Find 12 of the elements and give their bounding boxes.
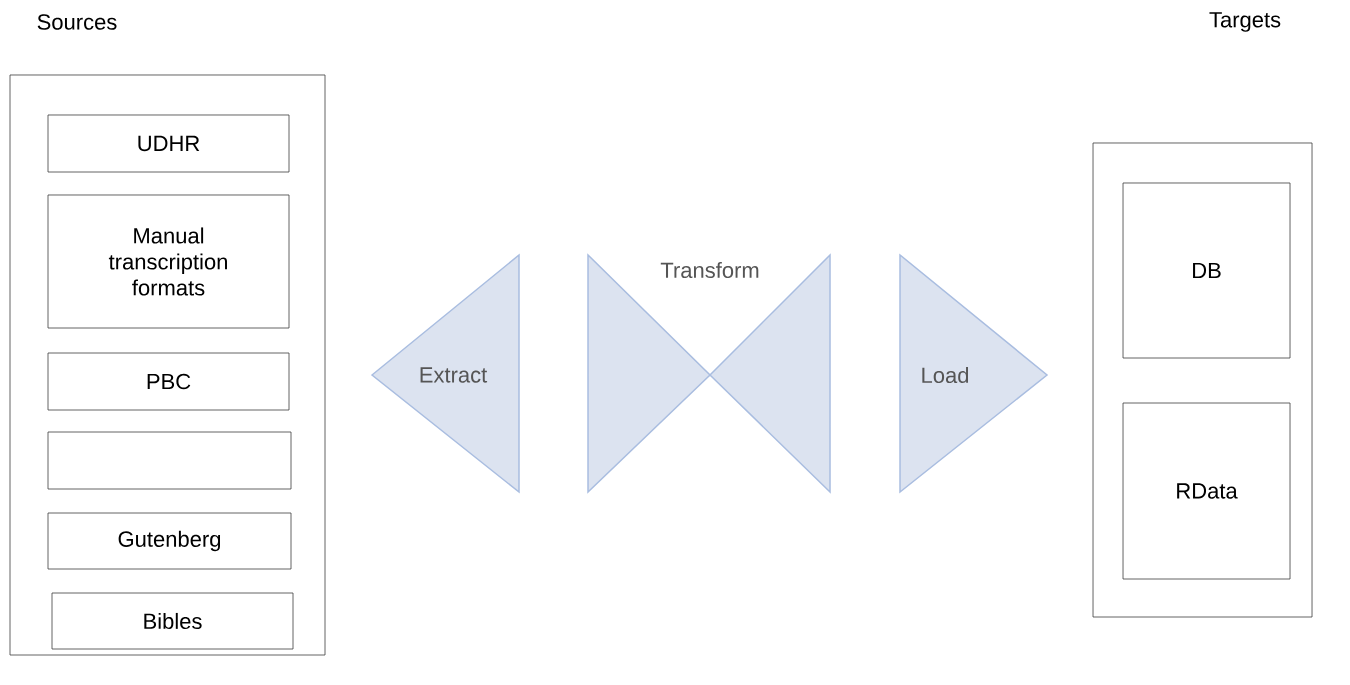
target-box: DB (1122, 182, 1291, 359)
source-box (47, 431, 292, 490)
source-box: PBC (47, 352, 290, 411)
source-box: Manual transcription formats (47, 194, 290, 329)
source-box: UDHR (47, 114, 290, 173)
heading: Sources (37, 14, 117, 30)
group-box (9, 74, 326, 656)
source-box: Gutenberg (47, 512, 292, 570)
source-box: Bibles (51, 592, 294, 650)
target-box: RData (1122, 402, 1291, 580)
heading: Targets (1209, 12, 1281, 32)
group-box (1092, 142, 1313, 618)
